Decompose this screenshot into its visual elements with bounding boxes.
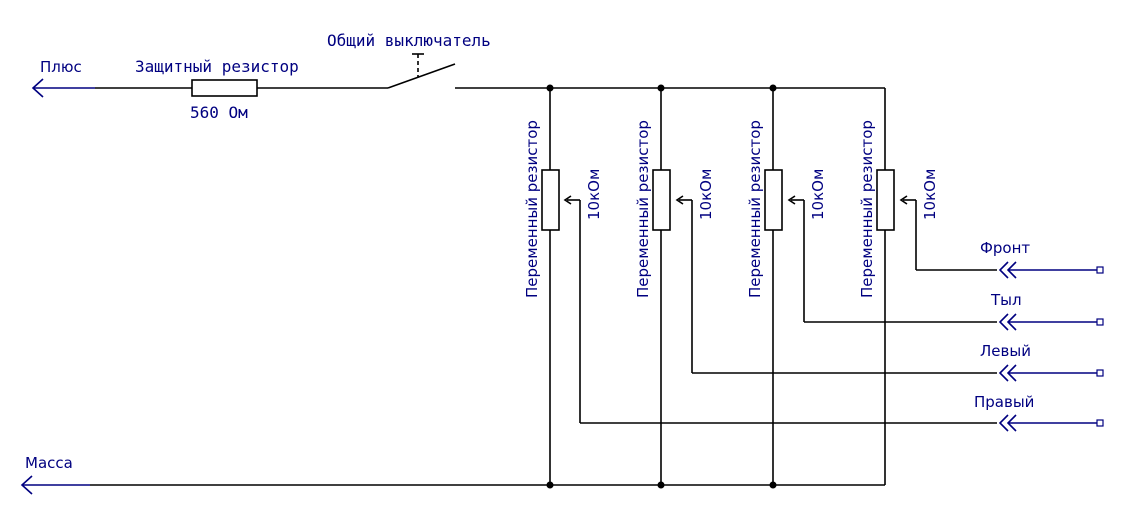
plus-terminal — [31, 78, 95, 98]
output-left-label: Левый — [980, 342, 1031, 360]
output-front-label: Фронт — [980, 239, 1030, 257]
potentiometer-4-value: 10кОм — [921, 169, 939, 220]
potentiometer-2 — [652, 84, 693, 489]
protection-resistor-label: Защитный резистор — [135, 57, 299, 76]
output-front — [916, 261, 1104, 279]
potentiometer-1 — [541, 84, 581, 489]
potentiometer-3-label: Переменный резистор — [746, 120, 764, 298]
output-left — [692, 364, 1104, 382]
potentiometer-4-label: Переменный резистор — [858, 120, 876, 298]
ground-label: Масса — [25, 454, 73, 472]
potentiometer-3 — [764, 84, 805, 489]
protection-resistor-value: 560 Ом — [190, 103, 248, 122]
protection-resistor — [191, 79, 258, 97]
main-switch-label: Общий выключатель — [327, 31, 491, 50]
ground-terminal — [20, 475, 90, 495]
output-rear — [804, 313, 1104, 331]
potentiometer-1-value: 10кОм — [585, 169, 603, 220]
potentiometer-4 — [876, 88, 917, 485]
potentiometer-2-value: 10кОм — [697, 169, 715, 220]
output-right-label: Правый — [974, 393, 1034, 411]
potentiometer-3-value: 10кОм — [809, 169, 827, 220]
plus-label: Плюс — [40, 58, 82, 76]
potentiometer-2-label: Переменный резистор — [634, 120, 652, 298]
output-right — [580, 414, 1104, 432]
main-switch — [387, 53, 456, 89]
potentiometer-1-label: Переменный резистор — [523, 120, 541, 298]
output-rear-label: Тыл — [990, 291, 1022, 309]
